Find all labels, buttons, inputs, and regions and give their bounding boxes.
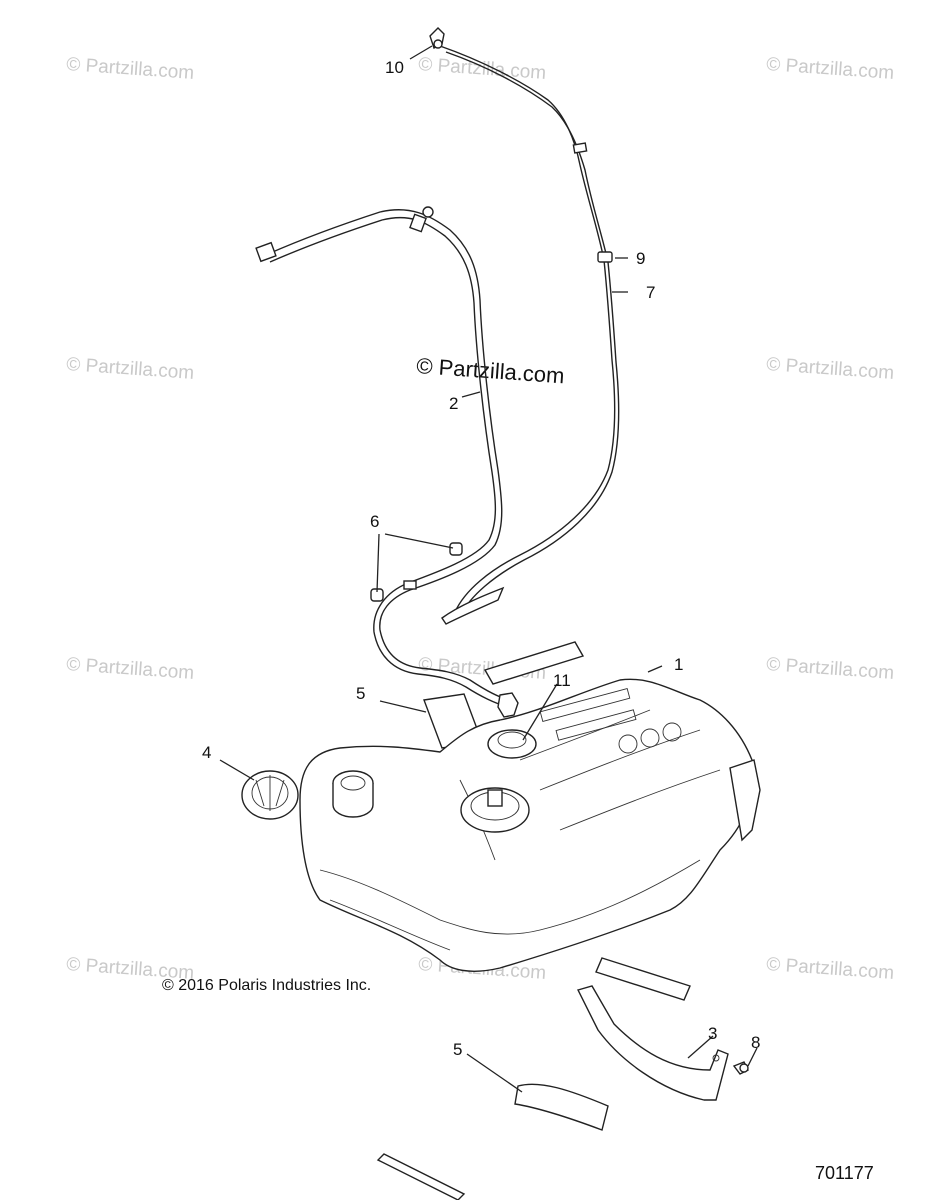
watermark-text: © Partzilla.com bbox=[66, 654, 195, 684]
fuel-cap-4 bbox=[241, 770, 299, 820]
watermark-text: © Partzilla.com bbox=[766, 354, 895, 384]
leader-lines bbox=[219, 45, 758, 1093]
callout-8: 8 bbox=[751, 1033, 760, 1052]
watermark-text: © Partzilla.com bbox=[66, 354, 195, 384]
callout-10: 10 bbox=[385, 58, 404, 77]
callouts: 10 9 7 2 6 5 1 11 4 5 3 8 bbox=[202, 58, 760, 1059]
callout-7: 7 bbox=[646, 283, 655, 302]
watermark-text: © Partzilla.com bbox=[766, 954, 895, 984]
vent-hose-2 bbox=[255, 206, 519, 718]
callout-5-upper: 5 bbox=[356, 684, 365, 703]
center-watermark: © Partzilla.com bbox=[416, 353, 566, 388]
callout-1: 1 bbox=[674, 655, 683, 674]
watermark-text: © Partzilla.com bbox=[766, 654, 895, 684]
callout-11: 11 bbox=[553, 671, 571, 690]
copyright-text: © 2016 Polaris Industries Inc. bbox=[162, 977, 371, 994]
clamp-9 bbox=[597, 251, 613, 263]
callout-2: 2 bbox=[449, 394, 458, 413]
diagram-number: 701177 bbox=[815, 1163, 874, 1183]
callout-5-lower: 5 bbox=[453, 1040, 462, 1059]
screw-8 bbox=[732, 1061, 749, 1075]
watermark-text: © Partzilla.com bbox=[766, 54, 895, 84]
strap-3 bbox=[576, 985, 729, 1101]
watermark-text: © Partzilla.com bbox=[66, 54, 195, 84]
callout-4: 4 bbox=[202, 743, 211, 762]
callout-9: 9 bbox=[636, 249, 645, 268]
watermark-text: © Partzilla.com bbox=[418, 54, 547, 84]
vent-hose-7 bbox=[429, 27, 620, 625]
clips-6 bbox=[370, 542, 463, 602]
callout-3: 3 bbox=[708, 1024, 717, 1043]
pad-5-lower bbox=[376, 957, 691, 1200]
callout-6: 6 bbox=[370, 512, 379, 531]
fuel-tank-1 bbox=[299, 678, 761, 972]
